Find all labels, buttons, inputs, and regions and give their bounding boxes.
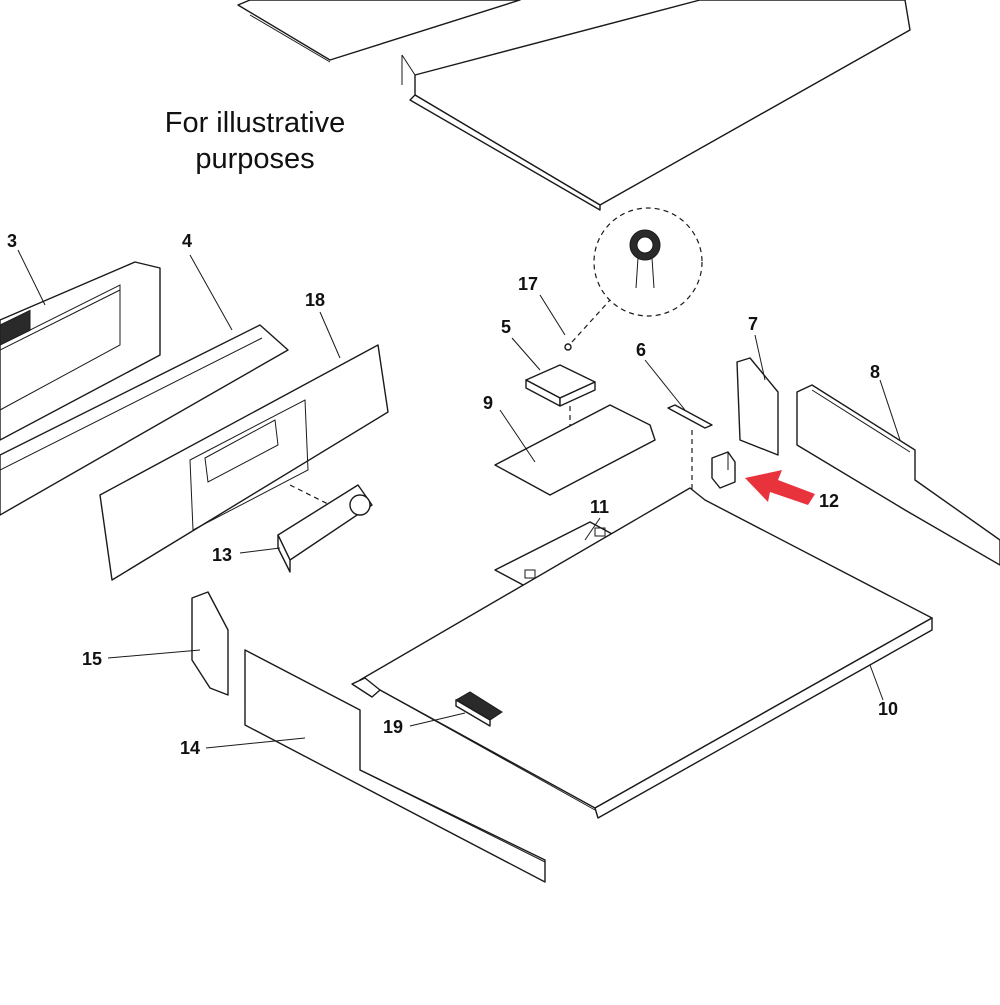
callout-6: 6 [636,340,646,360]
part-15-bracket [107,591,229,696]
callout-12: 12 [819,491,839,511]
callout-10: 10 [878,699,898,719]
caption-line-1: For illustrative [164,107,346,139]
part-9-plate [494,404,656,496]
callout-9: 9 [483,393,493,413]
part-13-control-module [239,484,373,573]
part-19-connector [409,691,503,727]
callout-15: 15 [82,649,102,669]
part-3-front-frame [0,249,161,441]
callout-3: 3 [7,231,17,251]
part-10-bottom-tray [351,487,933,819]
callout-5: 5 [501,317,511,337]
callout-13: 13 [212,545,232,565]
callout-19: 19 [383,717,403,737]
callout-17: 17 [518,274,538,294]
part-12-component [711,451,736,489]
callout-7: 7 [748,314,758,334]
highlight-arrow [745,470,815,505]
part-7-bracket [736,334,779,456]
part-14-side-rail [205,649,546,883]
part-4-rail [0,254,289,516]
part-18-control-panel [99,311,389,581]
part-top-cover [401,0,911,211]
callout-14: 14 [180,738,200,758]
callout-8: 8 [870,362,880,382]
part-8-side-panel [796,379,1000,566]
callout-11: 11 [590,497,609,517]
part-6-strip [644,359,713,545]
part-17-thermistor-detail [539,207,703,351]
part-top-panel-upper [237,0,521,63]
illustrative-caption: For illustrative purposes [110,105,400,177]
caption-line-2: purposes [195,143,315,175]
callout-18: 18 [305,290,325,310]
callout-labels: 3 4 18 17 5 6 7 8 9 11 12 13 10 15 14 19 [7,231,898,758]
callout-4: 4 [182,231,192,251]
part-5-terminal-block [511,337,596,450]
